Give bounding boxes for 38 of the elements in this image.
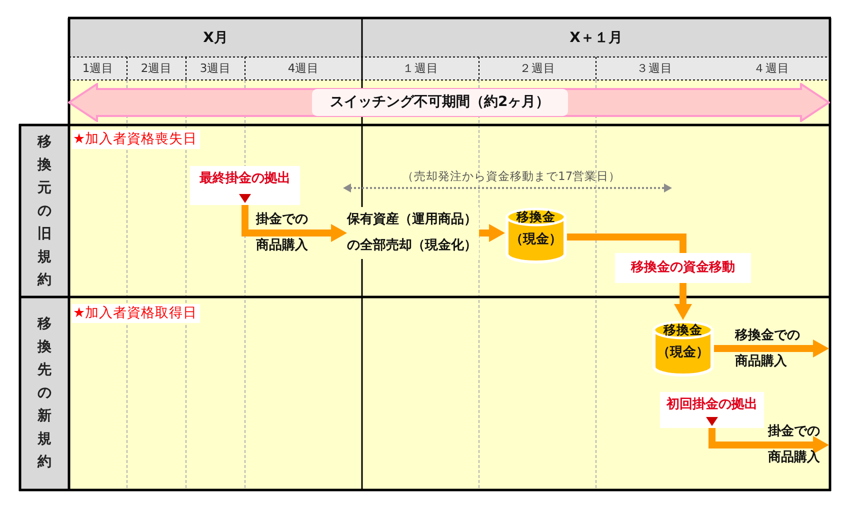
lane-title: 移換元の旧規約	[37, 132, 52, 290]
week-header: 2週目	[127, 57, 186, 80]
month-header: X＋１月	[362, 18, 830, 57]
week-header: 3週目	[186, 57, 245, 80]
week-header: 1週目	[69, 57, 127, 80]
arrow	[708, 428, 829, 454]
cylinder-title: 移換金	[516, 209, 556, 225]
cash-cylinder	[652, 320, 714, 377]
cylinder-title: 移換金	[664, 322, 702, 338]
cylinder-label: （現金）	[657, 345, 709, 361]
week-header: ３週目	[596, 57, 713, 80]
duration-note: （売却発注から資金移動まで17営業日）	[402, 169, 621, 183]
swimlane	[20, 125, 830, 297]
week-header: ２週目	[479, 57, 596, 80]
arrow	[714, 340, 829, 358]
cylinder-label: （現金）	[510, 232, 562, 248]
month-header: X月	[69, 18, 362, 57]
arrow	[479, 224, 505, 242]
cash-cylinder	[505, 207, 567, 264]
period-arrow	[68, 83, 830, 122]
period-label: スイッチング不可期間（約2ヶ月）	[312, 89, 568, 116]
event-label: ★加入者資格取得日	[72, 304, 200, 323]
milestone-label: 最終掛金の拠出	[200, 170, 290, 187]
week-header: 4週目	[245, 57, 362, 80]
edge-label: 掛金での商品購入	[768, 423, 821, 467]
milestone-box	[660, 392, 764, 428]
swimlane	[20, 297, 830, 490]
edge-label: 移換金の資金移動	[615, 253, 751, 283]
milestone-label: 初回掛金の拠出	[666, 396, 758, 413]
event-label: ★加入者資格喪失日	[72, 130, 200, 149]
lane-title: 移換先の新規約	[37, 315, 52, 472]
edge-label: 掛金での商品購入	[256, 211, 309, 255]
process-text: 保有資産（運用商品）の全部売却（現金化）	[347, 207, 479, 259]
milestone-box	[190, 166, 300, 205]
edge-label: 移換金での商品購入	[735, 326, 801, 370]
week-header: １週目	[362, 57, 479, 80]
week-header: ４週目	[713, 57, 830, 80]
arrow	[242, 205, 347, 242]
